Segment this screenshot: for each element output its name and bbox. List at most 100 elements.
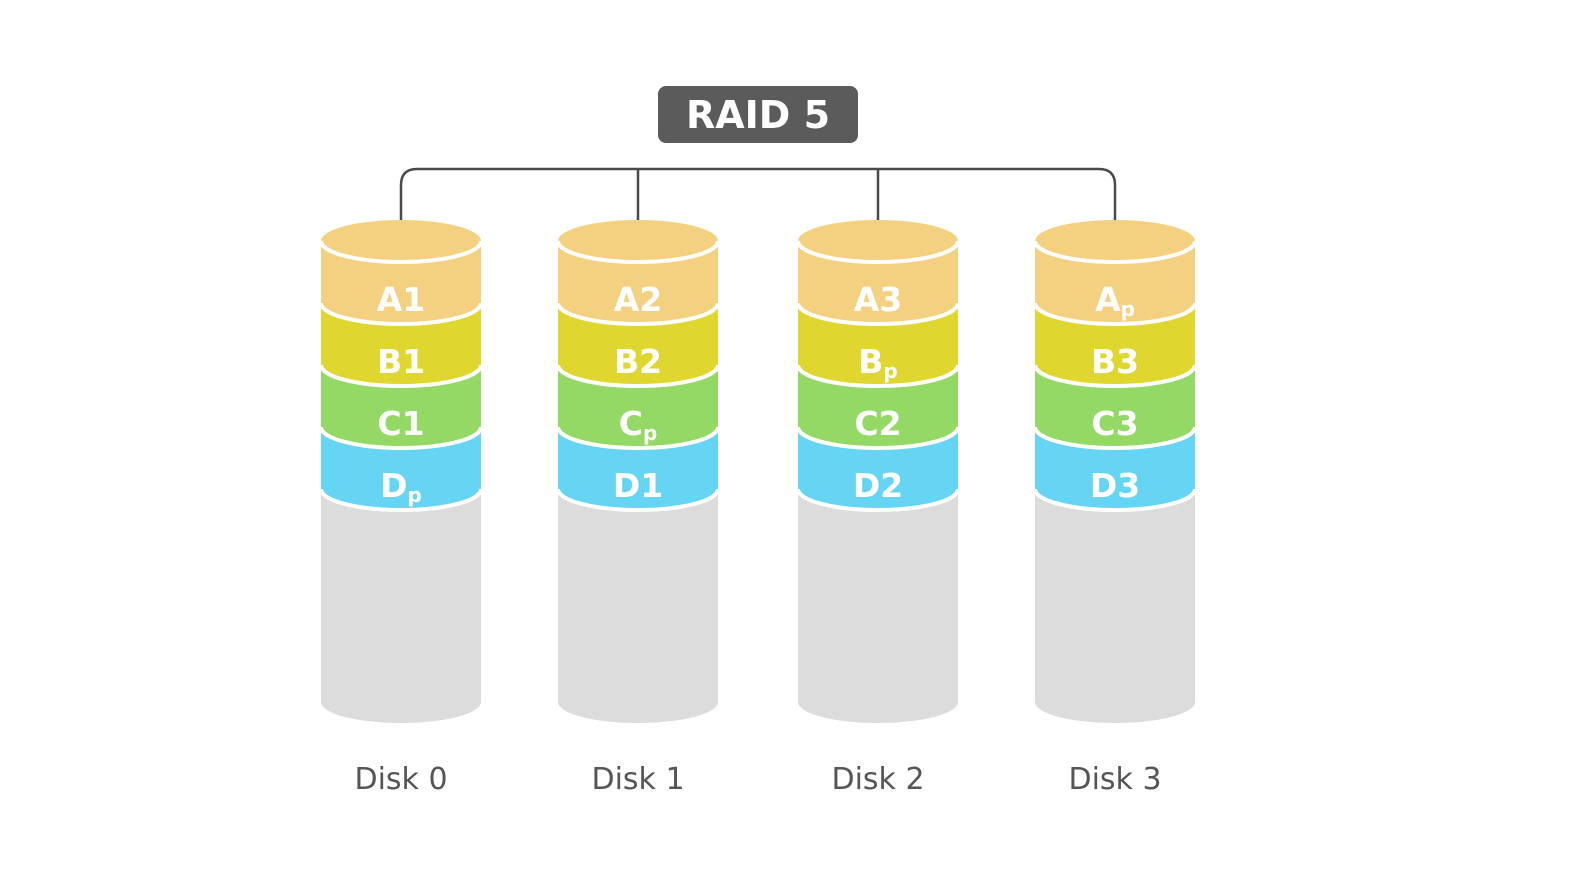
segment-separator-line xyxy=(796,488,960,512)
segment-a-block xyxy=(321,241,481,324)
segment-label-a: Ap xyxy=(1095,280,1135,321)
disk-top-cap xyxy=(321,220,481,262)
segment-c-block xyxy=(1035,365,1195,448)
segment-label-index: 1 xyxy=(402,342,425,381)
disk-top-rim xyxy=(556,240,720,264)
segment-label-c: C1 xyxy=(377,404,424,443)
segment-label-a: A1 xyxy=(377,280,426,319)
segment-separator-line xyxy=(556,488,720,512)
segment-separator-line xyxy=(796,302,960,326)
segment-label-a: A2 xyxy=(614,280,663,319)
segment-b-block xyxy=(1035,303,1195,386)
segment-a-block xyxy=(1035,241,1195,324)
disk-label: Disk 0 xyxy=(354,762,447,797)
segment-label-c: C3 xyxy=(1091,404,1138,443)
segment-label-main: B xyxy=(858,342,883,381)
raid-title: RAID 5 xyxy=(686,93,830,137)
segment-label-b: B3 xyxy=(1091,342,1139,381)
segment-separator-line xyxy=(556,302,720,326)
segment-separator-line xyxy=(556,426,720,450)
segment-separator-line xyxy=(1033,302,1197,326)
segment-separator-line xyxy=(1033,426,1197,450)
segment-label-index: 1 xyxy=(402,404,425,443)
segment-label-parity-sub: p xyxy=(883,359,897,383)
segment-d-block xyxy=(1035,427,1195,510)
raid-title-badge: RAID 5 xyxy=(658,86,858,143)
segment-label-main: D xyxy=(380,466,407,505)
segment-c-block xyxy=(321,365,481,448)
segment-b-block xyxy=(558,303,718,386)
segment-label-index: 1 xyxy=(402,280,425,319)
segment-label-main: C xyxy=(377,404,401,443)
segment-label-d: Dp xyxy=(380,466,422,507)
segment-label-main: D xyxy=(1090,466,1117,505)
segment-label-main: A xyxy=(377,280,403,319)
disk-top-rim xyxy=(319,240,483,264)
connector-tree xyxy=(399,167,1117,241)
segment-label-c: C2 xyxy=(854,404,901,443)
segment-label-main: B xyxy=(1091,342,1116,381)
segment-label-index: 3 xyxy=(1116,342,1139,381)
segment-label-index: 2 xyxy=(880,466,903,505)
disk-label: Disk 1 xyxy=(591,762,684,797)
segment-label-index: 2 xyxy=(639,342,662,381)
disk-empty-space xyxy=(1035,489,1195,723)
segment-label-c: Cp xyxy=(619,404,658,445)
disk-top-cap xyxy=(558,220,718,262)
segment-label-index: 2 xyxy=(639,280,662,319)
disk-empty-space xyxy=(798,489,958,723)
disk-top-rim xyxy=(796,240,960,264)
segment-separator-line xyxy=(319,364,483,388)
segment-label-main: D xyxy=(613,466,640,505)
disk-empty-space xyxy=(321,489,481,723)
segment-label-d: D1 xyxy=(613,466,663,505)
segment-b-block xyxy=(321,303,481,386)
segment-label-index: 3 xyxy=(1117,466,1140,505)
title-badge-background xyxy=(658,86,858,143)
disk-label: Disk 2 xyxy=(831,762,924,797)
segment-label-parity-sub: p xyxy=(1121,297,1135,321)
disk-top-cap xyxy=(798,220,958,262)
segment-separator-line xyxy=(319,426,483,450)
segment-label-parity-sub: p xyxy=(643,421,657,445)
disk-top-rim xyxy=(1033,240,1197,264)
segment-b-block xyxy=(798,303,958,386)
segment-d-block xyxy=(798,427,958,510)
segment-label-d: D2 xyxy=(853,466,903,505)
segment-c-block xyxy=(798,365,958,448)
segment-separator-line xyxy=(556,364,720,388)
segment-d-block xyxy=(558,427,718,510)
segment-label-main: C xyxy=(1091,404,1115,443)
segment-label-main: A xyxy=(1095,280,1121,319)
segment-c-block xyxy=(558,365,718,448)
segment-label-index: 3 xyxy=(1116,404,1139,443)
segment-label-b: Bp xyxy=(858,342,897,383)
segment-label-parity-sub: p xyxy=(408,483,422,507)
segment-label-index: 3 xyxy=(879,280,902,319)
segment-label-index: 1 xyxy=(640,466,663,505)
segment-label-index: 2 xyxy=(879,404,902,443)
segment-label-a: A3 xyxy=(854,280,903,319)
disk-top-cap xyxy=(1035,220,1195,262)
segment-label-main: A xyxy=(614,280,640,319)
segment-label-main: C xyxy=(619,404,643,443)
segment-label-b: B2 xyxy=(614,342,662,381)
segment-label-main: B xyxy=(614,342,639,381)
segment-separator-line xyxy=(796,426,960,450)
segment-label-main: B xyxy=(377,342,402,381)
segment-a-block xyxy=(558,241,718,324)
segment-a-block xyxy=(798,241,958,324)
segment-label-d: D3 xyxy=(1090,466,1140,505)
connector-bus-line xyxy=(399,167,1117,241)
disk-empty-space xyxy=(558,489,718,723)
segment-label-main: D xyxy=(853,466,880,505)
segment-separator-line xyxy=(796,364,960,388)
segment-label-main: C xyxy=(854,404,878,443)
segment-separator-line xyxy=(1033,488,1197,512)
